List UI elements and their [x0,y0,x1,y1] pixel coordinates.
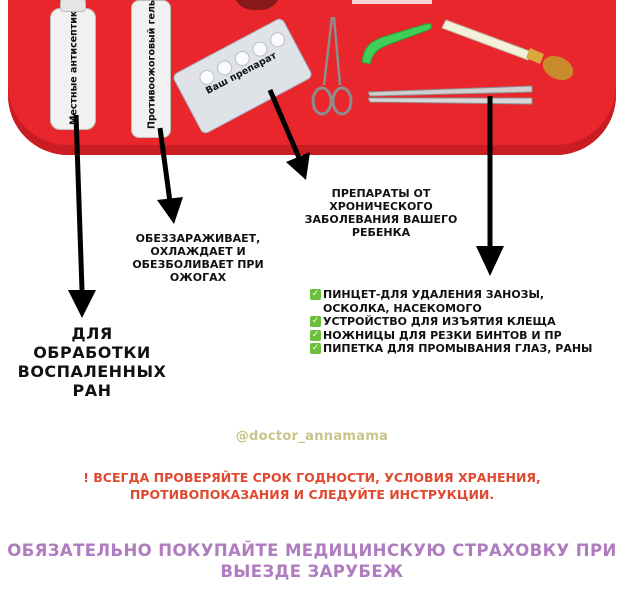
scissors-icon [311,16,353,116]
checklist-item: ✓Пинцет-для удаления занозы, осколка, на… [310,288,545,315]
arrow-wounds [73,114,85,291]
arrowhead-burn [157,197,183,224]
tick-remover-icon [361,23,433,65]
check-icon: ✓ [310,289,321,300]
tools-checklist: ✓Пинцет-для удаления занозы, осколка, на… [310,288,600,356]
warning-text: ! Всегда проверяйте срок годности, услов… [83,470,541,502]
author-handle: @doctor_annamama [235,429,389,444]
wounds-caption: Для обработки воспаленных ран [17,324,167,400]
checklist-item: ✓Устройство для изъятия клеща [310,315,556,328]
arrowhead-chronic [286,152,310,180]
first-aid-bag [8,0,616,155]
checklist-item: ✓Ножницы для резки бинтов и пр [310,328,562,342]
check-icon: ✓ [310,343,321,354]
bag-strap [352,0,432,4]
check-icon: ✓ [310,329,321,341]
arrowhead-tools [476,246,504,276]
checklist-item: ✓Пипетка для промывания глаз, раны [310,342,593,355]
antiseptic-cap [60,0,86,12]
burn-gel-tube: Противоожоговый гель [131,0,171,138]
bag-emblem [233,0,281,10]
check-icon: ✓ [310,316,321,327]
arrow-chronic [267,89,303,161]
insurance-text: Обязательно покупайте медицинскую страхо… [7,541,617,581]
arrowhead-wounds [68,290,96,318]
chronic-caption: Препараты от хронического заболевания ва… [304,187,458,239]
dropper-icon [441,19,574,81]
burn-caption: Обеззараживает, охлаждает и обезболивает… [132,232,264,284]
arrow-burn [157,127,173,203]
antiseptic-bottle: Местные антисептики [50,4,96,130]
